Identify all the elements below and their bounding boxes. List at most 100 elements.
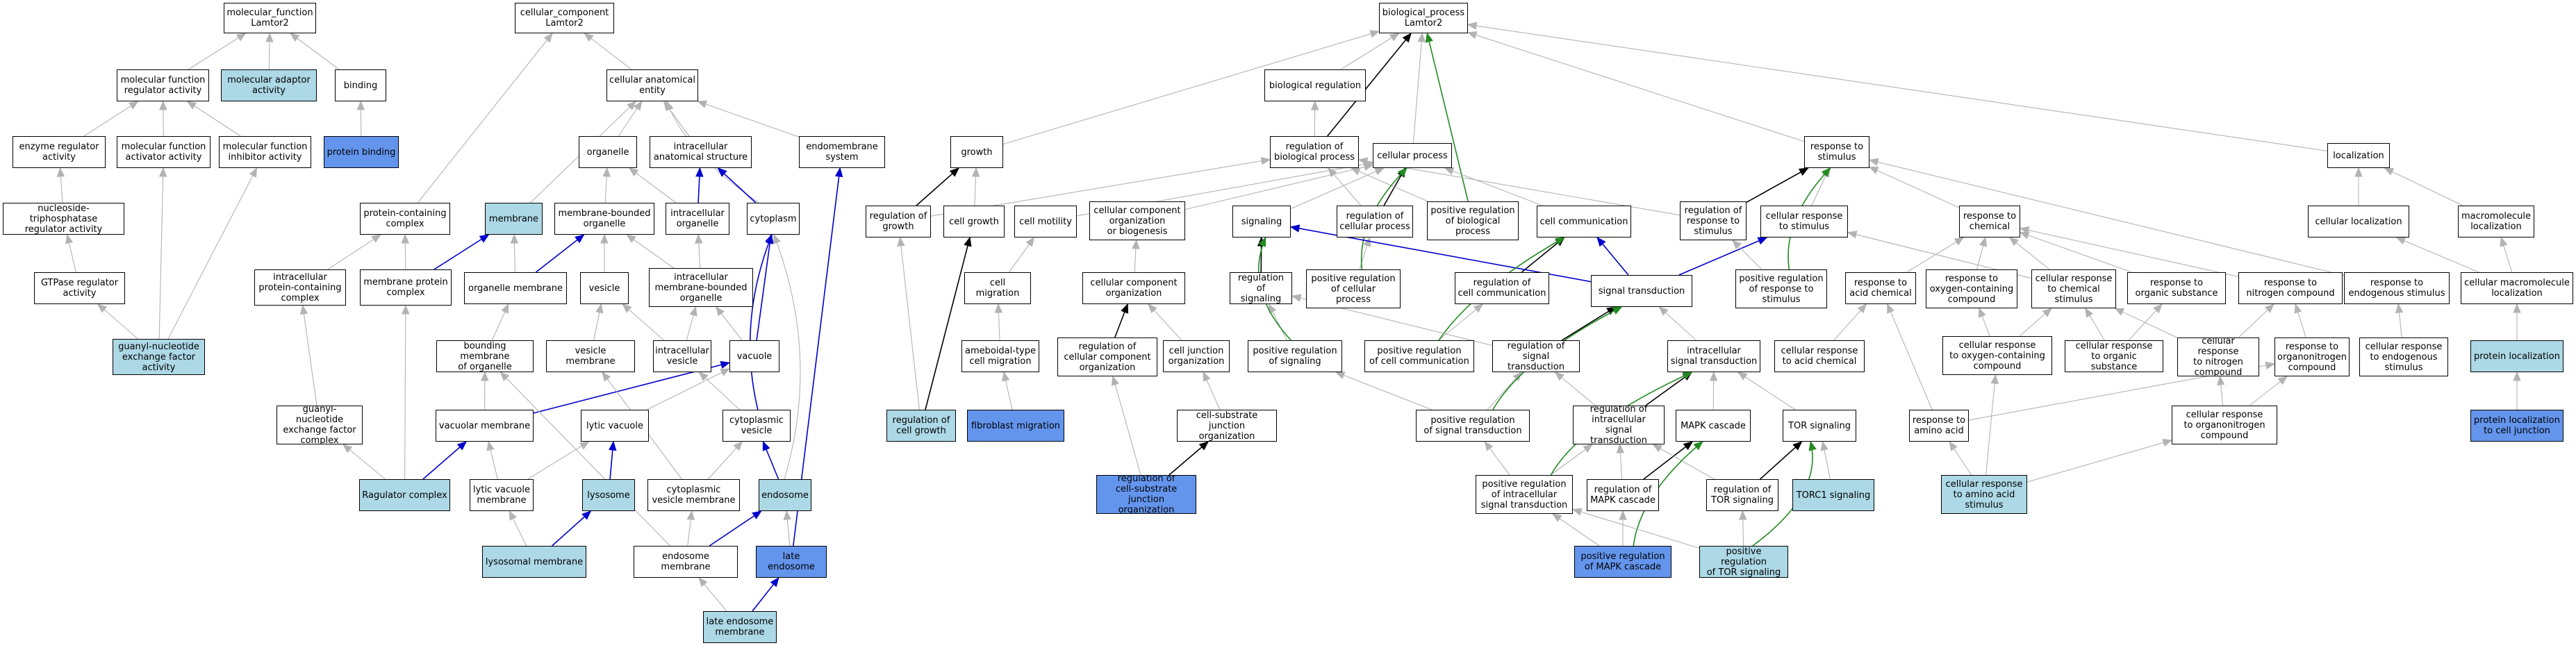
node-molecular-adaptor-activity[interactable]: molecular adaptor activity [221, 69, 317, 101]
node-regulation-of-cell-substrate-junction-organization[interactable]: regulation of cell-substrate junction or… [1096, 475, 1196, 514]
node-response-to-stimulus[interactable]: response to stimulus [1804, 136, 1869, 168]
node-positive-regulation-of-cell-communication[interactable]: positive regulation of cell communicatio… [1364, 340, 1474, 372]
node-response-to-amino-acid[interactable]: response to amino acid [1909, 410, 1969, 442]
node-ragulator-complex[interactable]: Ragulator complex [359, 479, 450, 511]
node-protein-containing-complex[interactable]: protein-containing complex [360, 203, 450, 235]
node-cell-substrate-junction-organization[interactable]: cell-substrate junction organization [1177, 410, 1277, 442]
node-membrane-bounded-organelle[interactable]: membrane-bounded organelle [554, 203, 654, 235]
node-cell-growth[interactable]: cell growth [943, 206, 1005, 238]
node-macromolecule-localization[interactable]: macromolecule localization [2458, 206, 2534, 238]
node-molecular-function-activator-activity[interactable]: molecular function activator activity [117, 136, 210, 168]
node-protein-binding[interactable]: protein binding [324, 136, 399, 168]
node-biological-process-root[interactable]: biological_process Lamtor2 [1379, 3, 1468, 33]
node-signaling[interactable]: signaling [1232, 206, 1291, 238]
node-regulation-of-intracellular-signal-transduction[interactable]: regulation of intracellular signal trans… [1573, 406, 1665, 444]
node-intracellular-anatomical-structure[interactable]: intracellular anatomical structure [650, 136, 752, 168]
node-positive-regulation-of-intracellular-signal-transduction[interactable]: positive regulation of intracellular sig… [1476, 475, 1573, 514]
node-guanyl-nucleotide-exchange-factor-activity[interactable]: guanyl-nucleotide exchange factor activi… [113, 339, 205, 375]
node-protein-localization-to-cell-junction[interactable]: protein localization to cell junction [2470, 410, 2563, 442]
node-endosome[interactable]: endosome [759, 479, 811, 511]
node-intracellular-protein-containing-complex[interactable]: intracellular protein-containing complex [254, 269, 346, 306]
node-cellular-response-to-oxygen-containing-compound[interactable]: cellular response to oxygen-containing c… [1942, 336, 2052, 375]
node-response-to-nitrogen-compound[interactable]: response to nitrogen compound [2238, 272, 2343, 304]
node-cell-motility[interactable]: cell motility [1014, 206, 1077, 238]
node-intracellular-signal-transduction[interactable]: intracellular signal transduction [1667, 340, 1760, 372]
node-molecular-function-inhibitor-activity[interactable]: molecular function inhibitor activity [219, 136, 311, 168]
node-positive-regulation-of-cellular-process[interactable]: positive regulation of cellular process [1306, 269, 1401, 308]
node-cytoplasmic-vesicle-membrane[interactable]: cytoplasmic vesicle membrane [647, 479, 740, 511]
node-molecular-function-regulator-activity[interactable]: molecular function regulator activity [117, 69, 209, 101]
node-response-to-oxygen-containing-compound[interactable]: response to oxygen-containing compound [1926, 269, 2017, 308]
node-regulation-of-cellular-process[interactable]: regulation of cellular process [1337, 206, 1413, 238]
node-cellular-response-to-nitrogen-compound[interactable]: cellular response to nitrogen compound [2177, 338, 2259, 376]
node-organelle[interactable]: organelle [579, 136, 637, 168]
node-positive-regulation-of-response-to-stimulus[interactable]: positive regulation of response to stimu… [1735, 269, 1827, 308]
node-regulation-of-cell-communication[interactable]: regulation of cell communication [1455, 272, 1549, 304]
node-mapk-cascade[interactable]: MAPK cascade [1676, 410, 1751, 442]
node-cellular-anatomical-entity[interactable]: cellular anatomical entity [606, 69, 698, 101]
node-late-endosome[interactable]: late endosome [756, 546, 827, 578]
node-cellular-component-organization-or-biogenesis[interactable]: cellular component organization or bioge… [1089, 201, 1185, 240]
node-lysosomal-membrane[interactable]: lysosomal membrane [482, 546, 586, 578]
node-protein-localization[interactable]: protein localization [2470, 340, 2563, 372]
node-response-to-organic-substance[interactable]: response to organic substance [2127, 272, 2226, 304]
node-lytic-vacuole[interactable]: lytic vacuole [581, 410, 649, 442]
node-cell-junction-organization[interactable]: cell junction organization [1163, 340, 1230, 372]
node-response-to-organonitrogen-compound[interactable]: response to organonitrogen compound [2274, 338, 2350, 376]
node-bounding-membrane-of-organelle[interactable]: bounding membrane of organelle [436, 340, 534, 372]
node-ameboidal-type-cell-migration[interactable]: ameboidal-type cell migration [961, 340, 1039, 372]
node-molecular-function-root[interactable]: molecular_function Lamtor2 [224, 3, 316, 33]
node-cellular-process[interactable]: cellular process [1373, 143, 1452, 168]
node-membrane-protein-complex[interactable]: membrane protein complex [360, 269, 452, 306]
node-regulation-of-cell-growth[interactable]: regulation of cell growth [886, 410, 956, 442]
node-positive-regulation-of-mapk-cascade[interactable]: positive regulation of MAPK cascade [1574, 546, 1671, 578]
node-biological-regulation[interactable]: biological regulation [1264, 69, 1366, 101]
node-regulation-of-signaling[interactable]: regulation of signaling [1230, 272, 1292, 304]
node-regulation-of-cellular-component-organization[interactable]: regulation of cellular component organiz… [1057, 338, 1157, 376]
node-regulation-of-growth[interactable]: regulation of growth [866, 206, 931, 238]
node-regulation-of-tor-signaling[interactable]: regulation of TOR signaling [1706, 479, 1778, 511]
node-response-to-acid-chemical[interactable]: response to acid chemical [1845, 272, 1916, 304]
node-regulation-of-signal-transduction[interactable]: regulation of signal transduction [1492, 340, 1580, 372]
node-cell-communication[interactable]: cell communication [1537, 206, 1631, 238]
node-fibroblast-migration[interactable]: fibroblast migration [967, 410, 1064, 442]
node-enzyme-regulator-activity[interactable]: enzyme regulator activity [13, 136, 106, 168]
node-cellular-component-organization[interactable]: cellular component organization [1082, 272, 1185, 304]
node-gtpase-regulator-activity[interactable]: GTPase regulator activity [34, 272, 125, 304]
node-intracellular-membrane-bounded-organelle[interactable]: intracellular membrane-bounded organelle [649, 268, 753, 307]
node-cellular-response-to-amino-acid-stimulus[interactable]: cellular response to amino acid stimulus [1941, 475, 2027, 514]
node-membrane[interactable]: membrane [485, 203, 543, 235]
node-localization[interactable]: localization [2327, 143, 2390, 168]
node-positive-regulation-of-tor-signaling[interactable]: positive regulation of TOR signaling [1699, 546, 1788, 578]
node-cellular-localization[interactable]: cellular localization [2308, 206, 2409, 238]
node-cellular-response-to-chemical-stimulus[interactable]: cellular response to chemical stimulus [2031, 269, 2116, 308]
node-positive-regulation-of-signal-transduction[interactable]: positive regulation of signal transducti… [1416, 410, 1530, 442]
node-cell-migration[interactable]: cell migration [964, 272, 1031, 304]
node-regulation-of-biological-process[interactable]: regulation of biological process [1270, 136, 1359, 168]
node-cellular-macromolecule-localization[interactable]: cellular macromolecule localization [2461, 272, 2573, 304]
node-cellular-response-to-organic-substance[interactable]: cellular response to organic substance [2065, 340, 2163, 372]
node-regulation-of-response-to-stimulus[interactable]: regulation of response to stimulus [1680, 201, 1747, 240]
node-vesicle[interactable]: vesicle [580, 272, 629, 304]
node-cellular-response-to-stimulus[interactable]: cellular response to stimulus [1760, 206, 1848, 238]
node-cellular-response-to-acid-chemical[interactable]: cellular response to acid chemical [1774, 340, 1865, 372]
node-endomembrane-system[interactable]: endomembrane system [799, 136, 885, 168]
node-tor-signaling[interactable]: TOR signaling [1783, 410, 1856, 442]
node-nucleoside-triphosphatase-regulator-activity[interactable]: nucleoside-triphosphatase regulator acti… [3, 203, 124, 235]
node-lysosome[interactable]: lysosome [582, 479, 635, 511]
node-growth[interactable]: growth [950, 136, 1003, 168]
node-cellular-component-root[interactable]: cellular_component Lamtor2 [515, 3, 614, 33]
node-positive-regulation-of-signaling[interactable]: positive regulation of signaling [1248, 340, 1342, 372]
node-cellular-response-to-endogenous-stimulus[interactable]: cellular response to endogenous stimulus [2359, 338, 2448, 376]
node-binding[interactable]: binding [335, 69, 386, 101]
node-cytoplasmic-vesicle[interactable]: cytoplasmic vesicle [723, 410, 791, 442]
node-vesicle-membrane[interactable]: vesicle membrane [546, 340, 635, 372]
node-organelle-membrane[interactable]: organelle membrane [464, 272, 567, 304]
node-intracellular-vesicle[interactable]: intracellular vesicle [653, 340, 711, 372]
node-guanyl-nucleotide-exchange-factor-complex[interactable]: guanyl-nucleotide exchange factor comple… [276, 406, 363, 444]
node-endosome-membrane[interactable]: endosome membrane [634, 546, 738, 578]
node-intracellular-organelle[interactable]: intracellular organelle [666, 203, 729, 235]
node-torc1-signaling[interactable]: TORC1 signaling [1792, 479, 1874, 511]
node-positive-regulation-of-biological-process[interactable]: positive regulation of biological proces… [1427, 201, 1519, 240]
node-vacuolar-membrane[interactable]: vacuolar membrane [436, 410, 534, 442]
